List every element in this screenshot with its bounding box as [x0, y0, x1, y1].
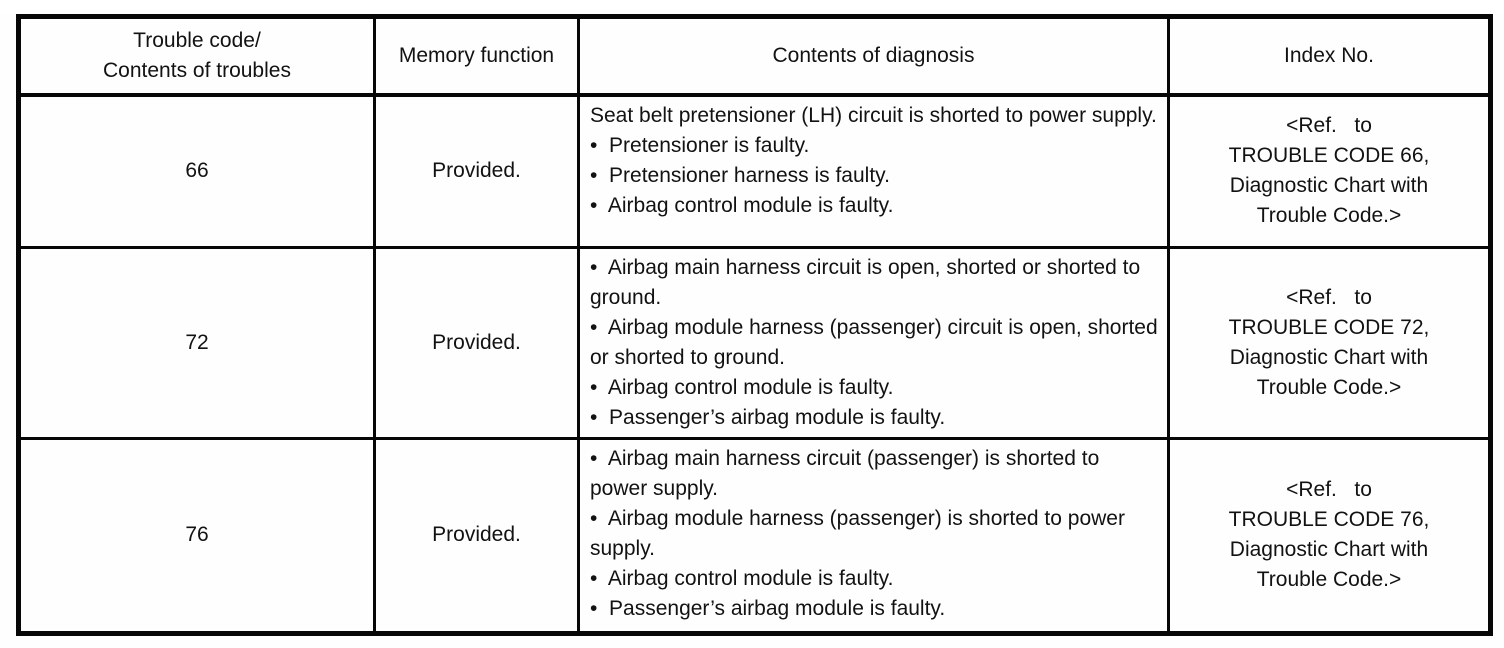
table-row-code-76: 76 Provided. • Airbag main harness circu…: [17, 436, 1492, 635]
index-reference: <Ref. to TROUBLE CODE 72, Diagnostic Cha…: [1167, 245, 1492, 440]
trouble-code-value: 72: [17, 245, 376, 440]
index-reference: <Ref. to TROUBLE CODE 66, Diagnostic Cha…: [1167, 93, 1492, 249]
header-memory-function: Memory function: [373, 15, 580, 97]
header-contents-of-diagnosis: Contents of diagnosis: [577, 15, 1170, 97]
diagnosis-content: • Airbag main harness circuit (passenger…: [577, 436, 1170, 635]
memory-function-value: Provided.: [373, 436, 580, 635]
memory-function-value: Provided.: [373, 93, 580, 249]
trouble-code-value: 76: [17, 436, 376, 635]
header-index-no: Index No.: [1167, 15, 1492, 97]
table-row-code-66: 66 Provided. Seat belt pretensioner (LH)…: [17, 93, 1492, 249]
diagnosis-content: Seat belt pretensioner (LH) circuit is s…: [577, 93, 1170, 249]
header-trouble-code: Trouble code/ Contents of troubles: [17, 15, 376, 97]
trouble-code-value: 66: [17, 93, 376, 249]
memory-function-value: Provided.: [373, 245, 580, 440]
index-reference: <Ref. to TROUBLE CODE 76, Diagnostic Cha…: [1167, 436, 1492, 635]
table-row-code-72: 72 Provided. • Airbag main harness circu…: [17, 245, 1492, 440]
scanned-manual-page: Trouble code/ Contents of troubles Memor…: [0, 14, 1504, 648]
header-row: Trouble code/ Contents of troubles Memor…: [17, 15, 1492, 97]
diagnosis-content: • Airbag main harness circuit is open, s…: [577, 245, 1170, 440]
trouble-code-table: Trouble code/ Contents of troubles Memor…: [16, 14, 1493, 636]
